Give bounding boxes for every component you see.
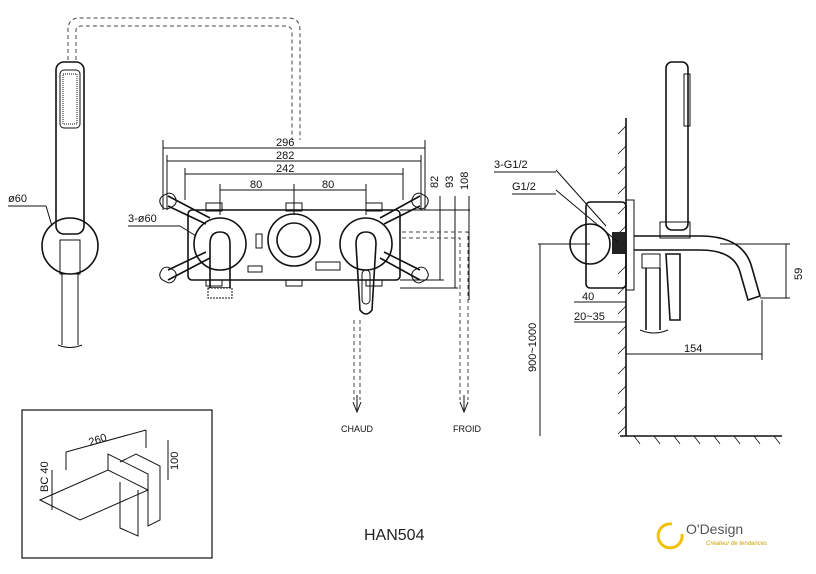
dim-900-1000: 900~1000 <box>527 323 539 372</box>
wall-outlet-circle <box>41 217 99 275</box>
thread-3-g12: 3-G1/2 <box>494 159 528 171</box>
spray-holes <box>62 73 78 125</box>
thread-g12: G1/2 <box>512 181 536 193</box>
front-view <box>159 140 470 414</box>
dim-93: 93 <box>444 176 456 188</box>
cold-label: FROID <box>453 424 481 434</box>
dim-154: 154 <box>684 343 702 355</box>
dim-296: 296 <box>276 137 294 149</box>
inset-bc: BC 40 <box>39 461 51 492</box>
dim-20-35: 20~35 <box>574 311 605 323</box>
center-hole <box>267 213 321 267</box>
dim-242: 242 <box>276 163 294 175</box>
dim-80-right: 80 <box>322 179 334 191</box>
inset-length: 260 <box>87 432 108 449</box>
dim-59: 59 <box>793 268 805 280</box>
brand-tagline: Créateur de tendances <box>706 541 767 547</box>
brand-name: O'Design <box>686 521 743 537</box>
side-view <box>538 61 790 445</box>
right-hole <box>339 217 393 271</box>
handshower-diameter: ø60 <box>8 193 27 205</box>
inset-box <box>21 409 213 559</box>
inset-height: 100 <box>169 452 181 470</box>
model-number: HAN504 <box>364 527 425 544</box>
brand-logo: O'Design Créateur de tendances <box>656 521 767 550</box>
dim-282: 282 <box>276 150 294 162</box>
dim-40: 40 <box>582 291 594 303</box>
hole-diameter: 3-ø60 <box>128 213 157 225</box>
dim-82: 82 <box>429 176 441 188</box>
hand-shower <box>41 17 301 348</box>
dim-80-left: 80 <box>250 179 262 191</box>
hot-label: CHAUD <box>341 424 374 434</box>
dim-108: 108 <box>459 172 471 190</box>
left-hole <box>193 217 247 271</box>
